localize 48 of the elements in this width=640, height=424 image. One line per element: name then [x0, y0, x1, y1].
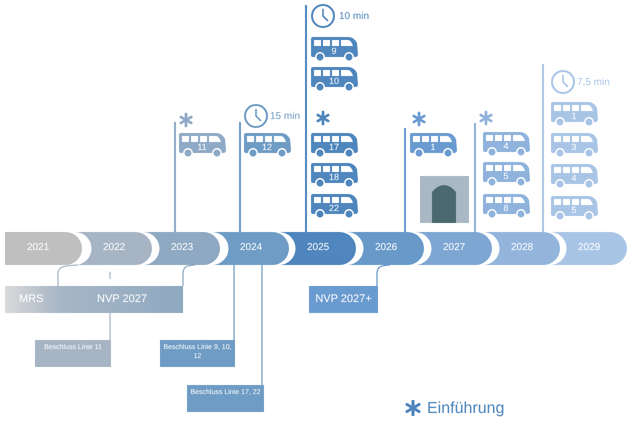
plan-bar	[187, 385, 264, 412]
route-number: 4	[502, 141, 510, 151]
route-number: 5	[502, 171, 510, 181]
route-number: 18	[328, 172, 340, 182]
year-label: 2026	[375, 242, 398, 253]
year-label: 2028	[511, 242, 534, 253]
route-number: 8	[502, 203, 510, 213]
connector-line	[174, 122, 176, 232]
connector-line	[404, 128, 406, 232]
route-number: 9	[330, 46, 338, 56]
route-number: 1	[429, 142, 436, 152]
connector-line	[239, 122, 241, 232]
connector-line	[474, 123, 476, 232]
bar-label: NVP 2027+	[314, 293, 373, 307]
route-number: 10	[328, 76, 340, 86]
connector-line	[376, 264, 390, 286]
interval-label: 7,5 min	[577, 77, 610, 88]
route-number: 1	[570, 111, 578, 121]
route-number: 12	[260, 142, 273, 152]
year-label: 2027	[443, 242, 466, 253]
year-label: 2025	[307, 242, 330, 253]
interval-label: 15 min	[270, 111, 300, 122]
connector-line	[233, 265, 235, 340]
year-label: 2023	[171, 242, 194, 253]
plan-bar	[35, 340, 111, 367]
bar-label: MRS	[19, 293, 44, 305]
connector-line	[542, 64, 544, 232]
bar-label: NVP 2027	[97, 293, 147, 305]
plan-bar	[160, 340, 235, 367]
year-label: 2024	[240, 242, 262, 253]
connector-line	[182, 264, 196, 286]
route-number: 17	[328, 142, 340, 152]
year-label: 2022	[103, 242, 126, 253]
interval-label: 10 min	[339, 11, 370, 22]
connector-line	[305, 5, 307, 232]
connector-line	[109, 313, 111, 340]
route-number: 3	[570, 142, 578, 152]
plan-bar	[5, 286, 183, 313]
year-label: 2021	[27, 242, 50, 253]
connector-line	[261, 265, 263, 385]
connector-line	[57, 264, 78, 286]
plan-bar	[309, 286, 378, 313]
route-number: 4	[570, 173, 578, 183]
route-number: 22	[328, 203, 340, 213]
year-label: 2029	[578, 242, 600, 253]
route-number: 5	[570, 205, 578, 215]
route-number: 11	[196, 142, 208, 152]
legend-label: Einführung	[427, 400, 504, 418]
